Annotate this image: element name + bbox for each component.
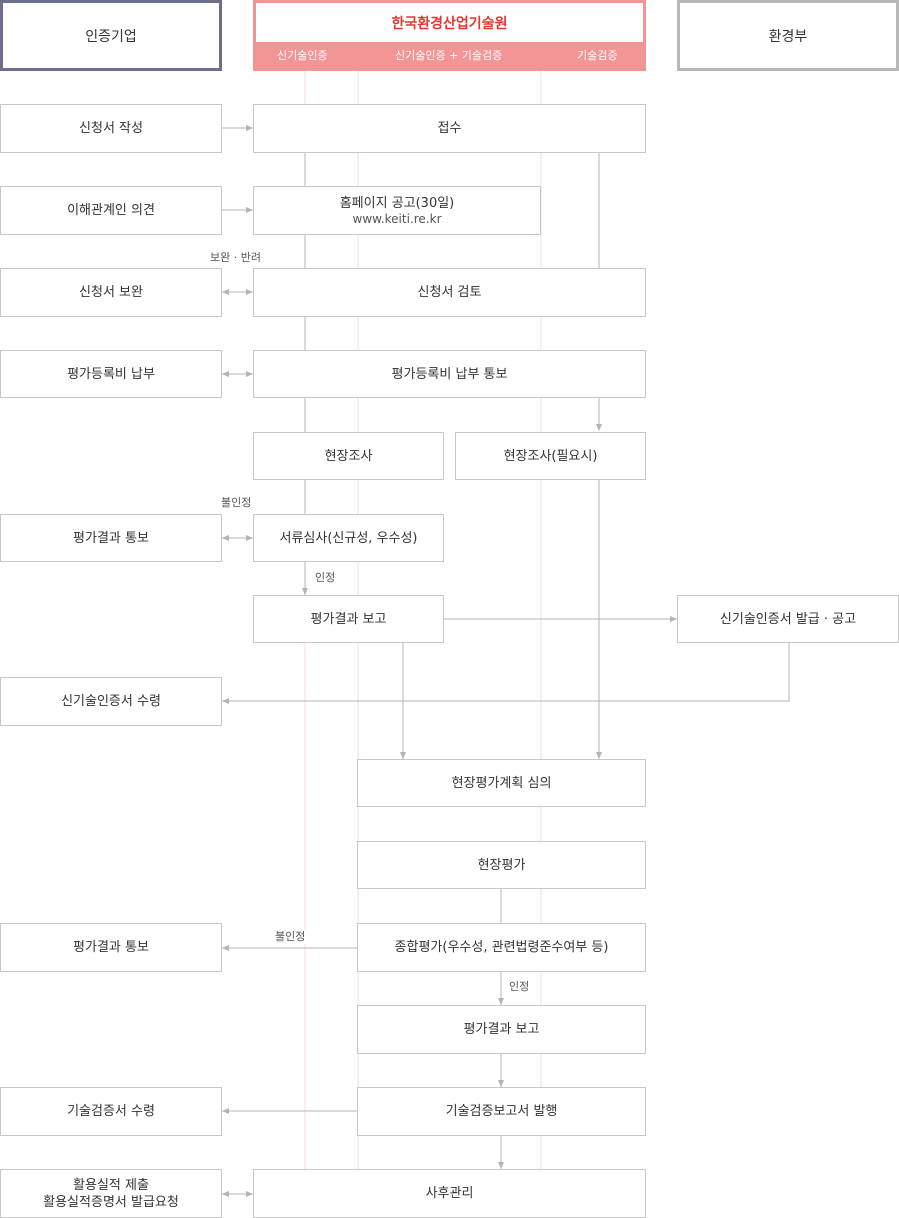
step-fee-notice: 평가등록비 납부 통보 xyxy=(253,350,646,398)
header-keiti-title: 한국환경산업기술원 xyxy=(256,3,643,42)
step-homepage-notice-title: 홈페이지 공고(30일) xyxy=(339,195,455,211)
step-overall-eval: 종합평가(우수성, 관련법령준수여부 등) xyxy=(357,923,646,972)
step-site-eval: 현장평가 xyxy=(357,841,646,889)
step-apply-write: 신청서 작성 xyxy=(0,104,222,153)
connectors xyxy=(222,125,790,1197)
step-doc-review: 서류심사(신규성, 우수성) xyxy=(253,514,444,562)
step-stakeholder: 이해관계인 의견 xyxy=(0,186,222,235)
step-receipt: 접수 xyxy=(253,104,646,153)
step-result-notice-2: 평가결과 통보 xyxy=(0,923,222,972)
step-site-survey: 현장조사 xyxy=(253,432,444,480)
step-site-plan: 현장평가계획 심의 xyxy=(357,759,646,807)
step-homepage-url: www.keiti.re.kr xyxy=(352,211,442,226)
step-cert-receive: 신기술인증서 수령 xyxy=(0,677,222,726)
step-usage-submit: 활용실적 제출 xyxy=(73,1177,149,1193)
header-ministry: 환경부 xyxy=(677,0,899,71)
label-reject-2: 불인정 xyxy=(273,930,308,944)
step-verify-receive: 기술검증서 수령 xyxy=(0,1087,222,1136)
label-reject-1: 불인정 xyxy=(219,496,254,510)
header-keiti: 한국환경산업기술원 신기술인증 신기술인증 + 기술검증 기술검증 xyxy=(253,0,646,71)
header-company: 인증기업 xyxy=(0,0,222,71)
step-result-report-1: 평가결과 보고 xyxy=(253,595,444,643)
label-approve-2: 인정 xyxy=(507,980,532,994)
header-sub-new-tech: 신기술인증 xyxy=(277,49,328,62)
header-company-label: 인증기업 xyxy=(85,28,137,45)
arrow-cert-issue-to-receive xyxy=(222,643,790,704)
header-ministry-label: 환경부 xyxy=(768,28,808,45)
step-usage-request: 활용실적증명서 발급요청 xyxy=(43,1194,179,1210)
step-apply-supplement: 신청서 보완 xyxy=(0,268,222,317)
step-apply-review: 신청서 검토 xyxy=(253,268,646,317)
step-aftercare: 사후관리 xyxy=(253,1169,646,1218)
header-sub-both: 신기술인증 + 기술검증 xyxy=(395,49,503,62)
label-approve-1: 인정 xyxy=(313,571,338,585)
header-sub-verify: 기술검증 xyxy=(577,49,618,62)
step-fee-pay: 평가등록비 납부 xyxy=(0,350,222,398)
step-homepage-notice: 홈페이지 공고(30일) www.keiti.re.kr xyxy=(253,186,541,235)
step-result-notice-1: 평가결과 통보 xyxy=(0,514,222,562)
step-usage: 활용실적 제출 활용실적증명서 발급요청 xyxy=(0,1169,222,1218)
step-cert-issue: 신기술인증서 발급 · 공고 xyxy=(677,595,899,643)
label-supplement-reject: 보완 · 반려 xyxy=(208,251,263,265)
step-site-survey-optional: 현장조사(필요시) xyxy=(455,432,646,480)
step-verify-issue: 기술검증보고서 발행 xyxy=(357,1087,646,1136)
step-result-report-2: 평가결과 보고 xyxy=(357,1005,646,1054)
